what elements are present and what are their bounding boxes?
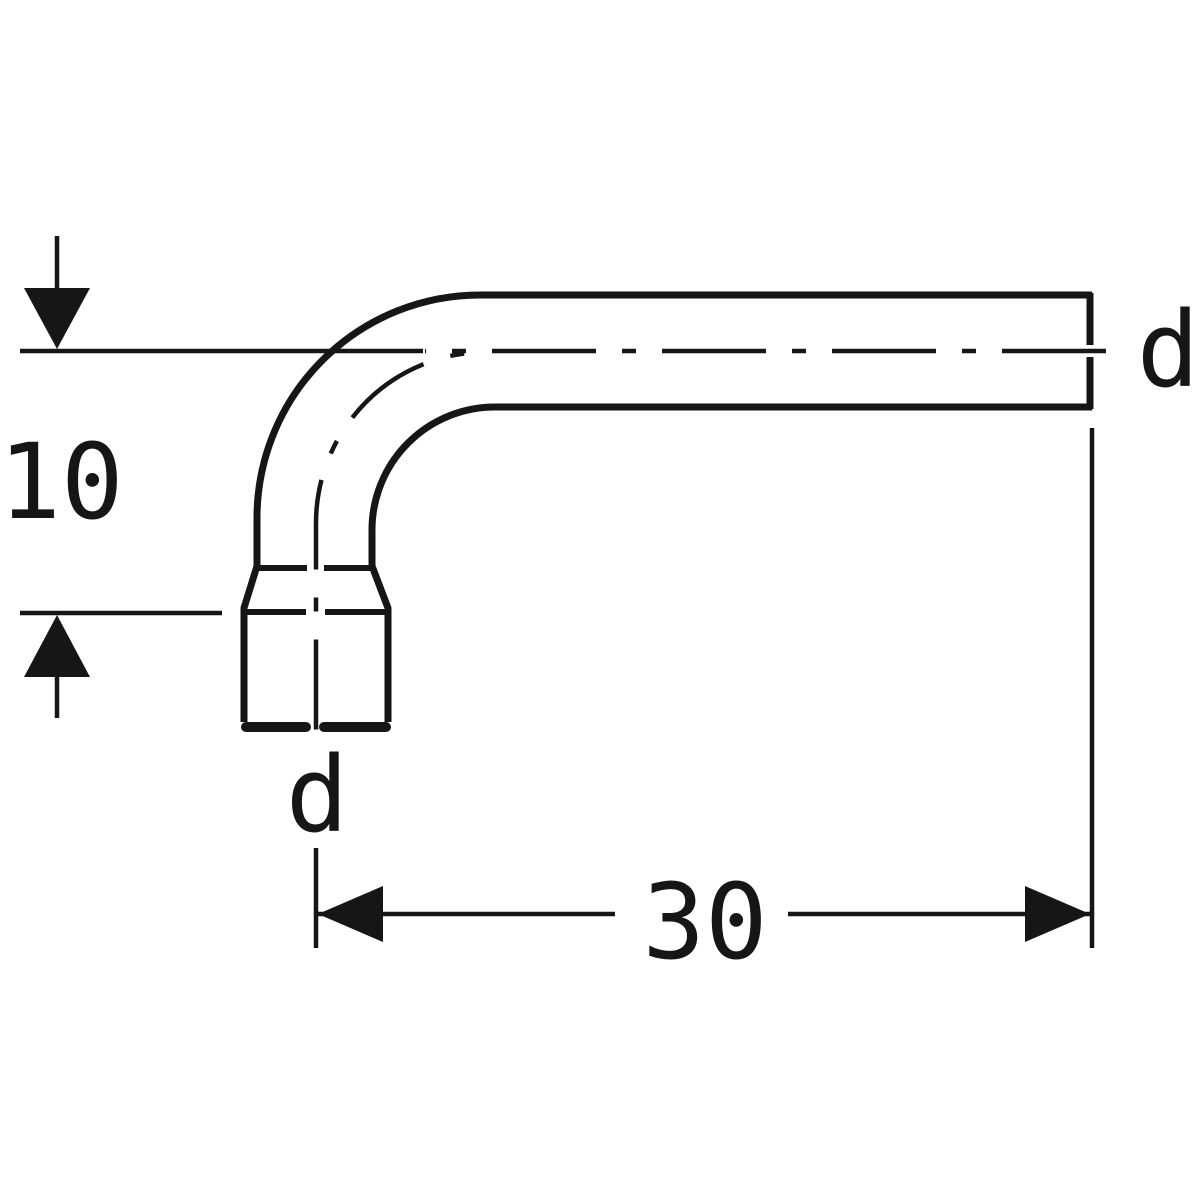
pipe-outer-contour — [253, 291, 1092, 566]
diameter-label-right: d — [1137, 289, 1200, 411]
dim30-left-arrowhead — [318, 886, 383, 942]
dim30-right-arrowhead — [1025, 886, 1090, 942]
dim10-value-label: 10 — [0, 421, 124, 543]
socket-right-edge — [368, 564, 392, 722]
diameter-label-bottom: d — [286, 734, 349, 856]
socket-left-edge — [240, 564, 261, 722]
dim10-upper-arrowhead — [24, 288, 90, 349]
dim30-value-label: 30 — [642, 861, 767, 983]
bend-centerline — [313, 349, 488, 742]
dim10-lower-arrowhead — [24, 615, 90, 677]
pipe-inner-contour — [368, 403, 1092, 566]
